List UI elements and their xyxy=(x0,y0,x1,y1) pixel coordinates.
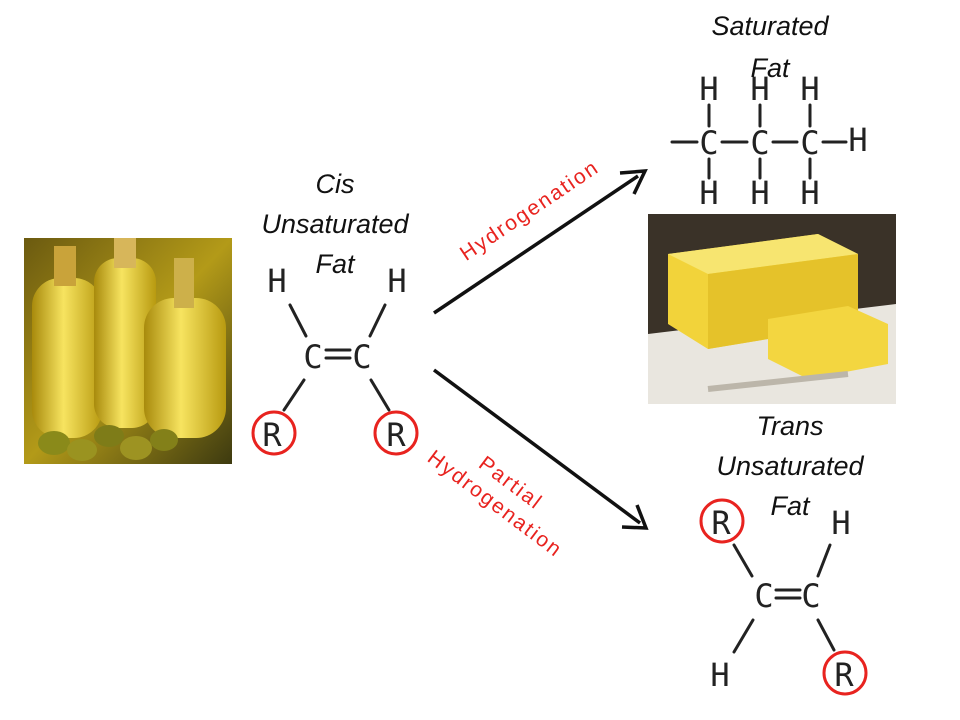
hydrogenation-arrow xyxy=(433,169,648,315)
trans-unsaturated-fat-label: Trans Unsaturated Fat xyxy=(716,411,864,521)
trans-r-top: R xyxy=(711,504,731,542)
trans-c-left: C xyxy=(754,577,773,615)
sat-h-top-1: H xyxy=(699,70,718,108)
cis-bond xyxy=(288,303,308,338)
trans-r-highlight-bottom xyxy=(822,650,868,696)
cis-r-highlight-left xyxy=(251,410,297,456)
trans-bond xyxy=(732,618,755,654)
saturated-molecule: H H H C C C H H H H xyxy=(670,70,868,212)
trans-molecule: R H C C H R xyxy=(699,498,868,696)
sat-c-1: C xyxy=(699,124,718,162)
saturated-fat-label: Saturated Fat xyxy=(711,11,829,83)
cis-r-highlight-right xyxy=(373,410,419,456)
cis-molecule: H H C C R R xyxy=(251,262,419,456)
trans-bond xyxy=(732,543,754,578)
cis-c-right: C xyxy=(352,338,371,376)
sat-c-2: C xyxy=(750,124,769,162)
trans-h-bottom: H xyxy=(710,656,729,694)
cis-r-right: R xyxy=(386,416,406,454)
sat-h-top-2: H xyxy=(750,70,769,108)
trans-c-right: C xyxy=(801,577,820,615)
cis-bond xyxy=(282,378,306,412)
sat-c-3: C xyxy=(800,124,819,162)
butter-photo xyxy=(648,214,896,404)
cis-r-left: R xyxy=(262,416,282,454)
sat-h-top-3: H xyxy=(800,70,819,108)
trans-r-bottom: R xyxy=(834,656,854,694)
cis-h-right: H xyxy=(387,262,406,300)
olive-oil-photo xyxy=(24,238,232,464)
cis-bond xyxy=(368,303,387,338)
trans-h-top: H xyxy=(831,504,850,542)
cis-bond xyxy=(369,378,391,412)
cis-unsaturated-fat-label: Cis Unsaturated Fat xyxy=(261,169,409,279)
sat-h-bottom-3: H xyxy=(800,174,819,212)
cis-c-left: C xyxy=(303,338,322,376)
trans-r-highlight-top xyxy=(699,498,745,544)
trans-bond xyxy=(816,543,832,578)
sat-h-bottom-2: H xyxy=(750,174,769,212)
partial-hydrogenation-arrow xyxy=(432,368,649,530)
sat-h-bottom-1: H xyxy=(699,174,718,212)
cis-h-left: H xyxy=(267,262,286,300)
sat-h-end: H xyxy=(848,121,867,159)
trans-bond xyxy=(816,618,836,652)
